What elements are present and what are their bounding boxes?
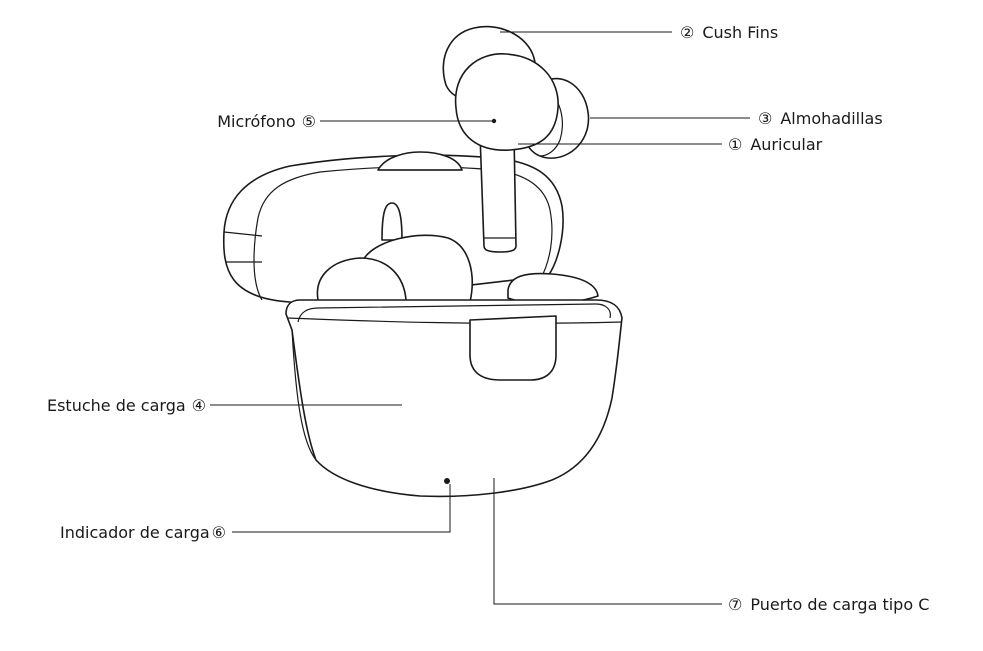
label-number: ⑤ — [302, 112, 316, 131]
leader-lines — [210, 31, 750, 605]
label-text: Cush Fins — [702, 23, 778, 42]
label-number: ② — [680, 23, 694, 42]
label-text: Almohadillas — [780, 109, 882, 128]
label-number: ④ — [192, 396, 206, 415]
earbud-stem — [479, 133, 517, 253]
label-usb-c-port: ⑦ Puerto de carga tipo C — [728, 595, 929, 614]
charge-indicator-led — [444, 478, 450, 484]
microphone-hole — [491, 118, 497, 124]
label-text: Micrófono — [217, 112, 295, 131]
case-body — [285, 299, 623, 498]
earbud-head — [454, 53, 559, 151]
label-text: Puerto de carga tipo C — [750, 595, 929, 614]
label-charging-case: Estuche de carga ④ — [47, 396, 206, 415]
label-number: ③ — [758, 109, 772, 128]
label-number: ① — [728, 135, 742, 154]
label-cush-fins: ② Cush Fins — [680, 23, 778, 42]
label-earbud: ① Auricular — [728, 135, 823, 154]
label-text: Indicador de carga — [60, 523, 210, 542]
label-microphone: Micrófono ⑤ — [217, 112, 316, 131]
label-text: Auricular — [750, 135, 822, 154]
floating-earbud — [442, 25, 590, 253]
label-number: ⑦ — [728, 595, 742, 614]
label-ear-tips: ③ Almohadillas — [758, 109, 883, 128]
label-number: ⑥ — [212, 523, 226, 542]
label-text: Estuche de carga — [47, 396, 186, 415]
